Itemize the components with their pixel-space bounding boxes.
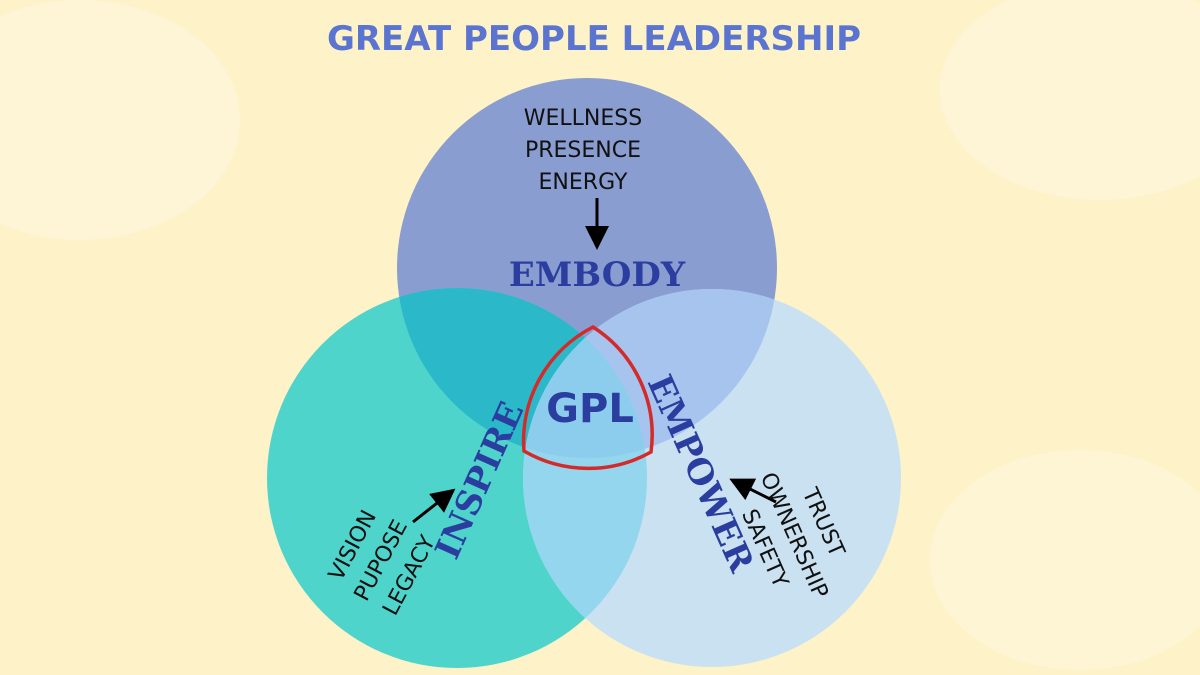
embody-item: WELLNESS	[524, 106, 642, 131]
arrow-icon	[729, 478, 777, 504]
bg-cloud	[930, 450, 1200, 670]
arrow-icon	[412, 488, 456, 524]
bg-cloud	[0, 0, 240, 240]
gpl-outline	[521, 324, 654, 471]
embody-item: PRESENCE	[525, 138, 641, 163]
center-label: GPL	[546, 386, 634, 432]
embody-label: EMBODY	[509, 255, 686, 295]
center-overlap	[523, 289, 647, 458]
embody-item: ENERGY	[539, 170, 628, 195]
bg-cloud	[940, 0, 1200, 200]
page-title: GREAT PEOPLE LEADERSHIP	[327, 19, 861, 59]
